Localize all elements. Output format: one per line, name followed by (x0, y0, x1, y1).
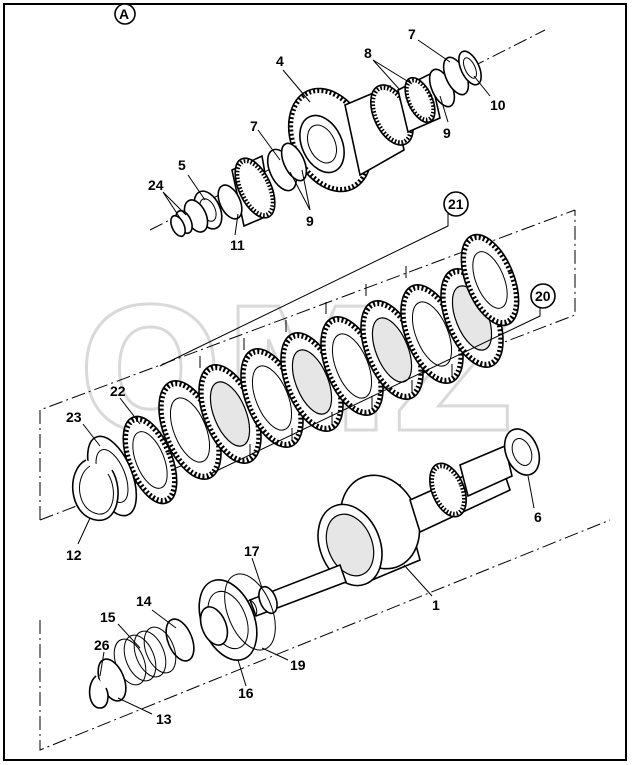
upper-gear-group (149, 29, 546, 238)
callout-9-left: 9 (306, 213, 314, 229)
bearing-8 (397, 72, 441, 134)
callout-14: 14 (136, 593, 152, 609)
clutch-box-top (39, 209, 576, 520)
callout-20: 20 (535, 288, 551, 304)
view-marker-circle (114, 3, 136, 25)
spring-15 (113, 626, 177, 686)
callout-17: 17 (244, 543, 260, 559)
callout-26: 26 (94, 637, 110, 653)
snap-ring-12 (72, 459, 119, 521)
gear-11 (217, 154, 276, 228)
ring-14 (165, 618, 195, 662)
callout-16: 16 (238, 685, 254, 701)
callout-10: 10 (490, 97, 506, 113)
leader-lines (77, 39, 535, 715)
callout-15: 15 (100, 609, 116, 625)
view-marker-label: A (119, 6, 129, 22)
lower-axis-box (39, 519, 611, 751)
plate-22 (122, 415, 178, 505)
callout-19: 19 (290, 657, 306, 673)
callout-7-right: 7 (408, 26, 416, 42)
callout-7-left: 7 (250, 118, 258, 134)
callout-21-circle (443, 191, 469, 217)
clutch-drum-1 (317, 458, 511, 587)
callout-22: 22 (110, 383, 126, 399)
callout-11: 11 (230, 237, 245, 253)
callout-24: 24 (148, 177, 164, 193)
gear-4 (287, 84, 414, 193)
lower-assembly-group (39, 428, 611, 751)
clutch-box-bottom (39, 210, 576, 521)
snap-ring-26 (88, 675, 109, 709)
bracket-ticks-bottom (249, 364, 453, 456)
clutch-pack-group (39, 206, 576, 521)
disc-pack (158, 233, 520, 480)
callout-1: 1 (432, 597, 440, 613)
ring-9-lower (280, 142, 308, 182)
piston-16 (198, 579, 258, 661)
callout-labels: 4 5 24 11 7 9 8 7 9 10 21 20 22 23 12 6 … (66, 26, 556, 727)
callout-20-circle (530, 283, 556, 309)
callout-9-right: 9 (443, 125, 451, 141)
callout-23: 23 (66, 409, 82, 425)
diagram-frame (3, 3, 627, 761)
callout-6: 6 (534, 509, 542, 525)
callout-8: 8 (364, 45, 372, 61)
callout-5: 5 (178, 157, 186, 173)
shaft-gear (429, 444, 513, 518)
bracket-ticks-top (199, 266, 407, 368)
ring-24b (170, 214, 186, 238)
callout-13: 13 (156, 711, 172, 727)
callout-12: 12 (66, 547, 82, 563)
view-marker: A (114, 3, 136, 25)
callout-4: 4 (276, 53, 284, 69)
callout-21: 21 (448, 196, 464, 212)
bearing-6 (503, 428, 541, 476)
